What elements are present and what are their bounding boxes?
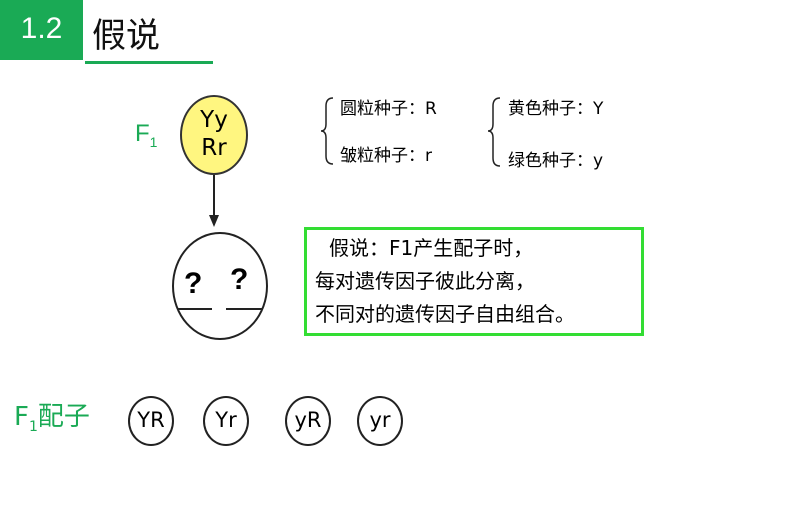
gamete-yR: yR — [285, 396, 331, 446]
f1-label-sub: 1 — [149, 133, 158, 150]
genotype-line-1: Yy — [200, 107, 228, 133]
section-number-badge: 1.2 — [0, 0, 83, 60]
f1-gamete-label-main: F — [14, 402, 29, 432]
hypothesis-line-1: 假说：F1产生配子时， — [329, 236, 534, 260]
f1-label: F1 — [135, 120, 157, 150]
genotype-line-2: Rr — [201, 135, 227, 161]
color-trait-brace — [487, 97, 501, 167]
question-mark-left: ? — [184, 267, 203, 300]
gamete-YR: YR — [128, 396, 174, 446]
f1-gamete-label-sub: 1 — [28, 419, 38, 436]
hypothesis-line-2: 每对遗传因子彼此分离， — [315, 269, 535, 293]
round-seed-trait: 圆粒种子：R — [340, 99, 437, 119]
yellow-seed-trait: 黄色种子：Y — [508, 99, 604, 119]
question-mark-right: ? — [230, 263, 249, 296]
f1-gamete-label-suffix: 配子 — [37, 402, 90, 432]
slide-title: 假说 — [92, 16, 160, 56]
f1-gamete-label: F1配子 — [14, 400, 90, 444]
blank-line-right — [226, 308, 262, 310]
title-underline — [85, 61, 213, 64]
green-seed-trait: 绿色种子：y — [508, 151, 604, 171]
f1-parent-circle: Yy Rr — [180, 95, 248, 175]
hypothesis-line-3: 不同对的遗传因子自由组合。 — [315, 302, 575, 326]
down-arrow-head — [209, 215, 219, 227]
f1-label-main: F — [135, 120, 150, 147]
blank-line-left — [178, 308, 212, 310]
gamete-unknown-circle: ? ? — [172, 232, 268, 340]
hypothesis-box: 假说：F1产生配子时， 每对遗传因子彼此分离， 不同对的遗传因子自由组合。 — [304, 227, 644, 336]
wrinkled-seed-trait: 皱粒种子：r — [340, 146, 432, 166]
gamete-Yr: Yr — [203, 396, 249, 446]
gamete-yr: yr — [357, 396, 403, 446]
shape-trait-brace — [320, 97, 334, 165]
